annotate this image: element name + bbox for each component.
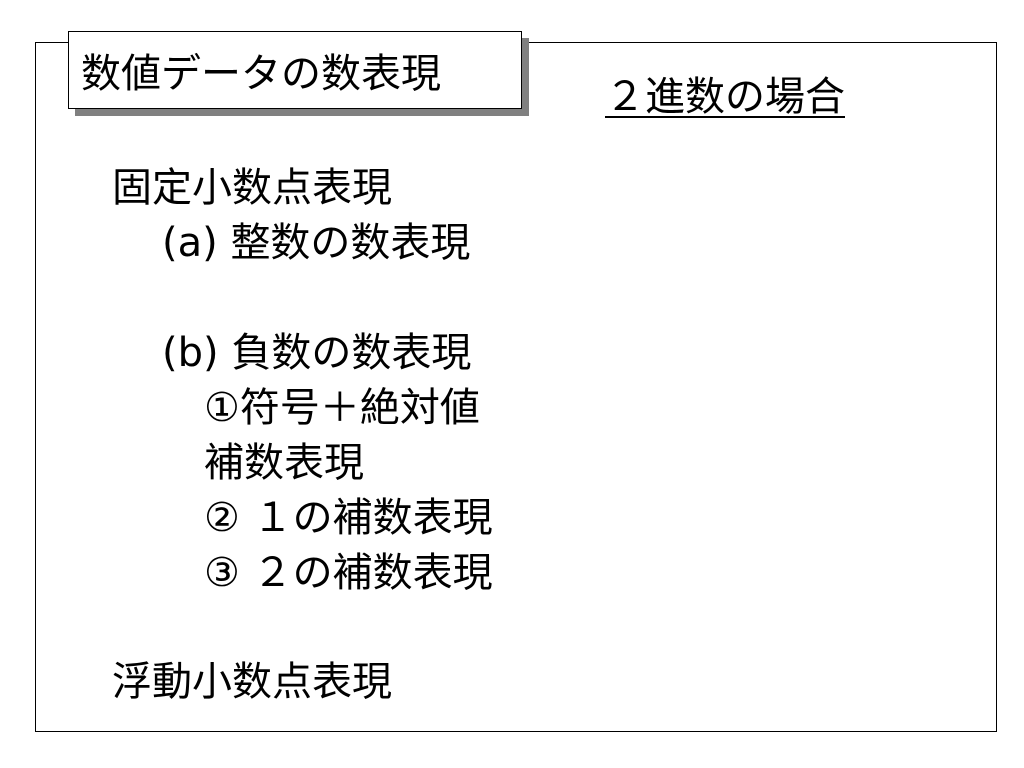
floating-point-heading: 浮動小数点表現	[112, 659, 392, 705]
ones-complement-item: ② １の補数表現	[204, 495, 493, 541]
negative-representation-item: (b) 負数の数表現	[162, 330, 472, 376]
sign-magnitude-item: ①符号＋絶対値	[204, 385, 480, 431]
twos-complement-item: ③ ２の補数表現	[204, 550, 493, 596]
title-box: 数値データの数表現	[68, 31, 522, 109]
slide-frame	[35, 42, 997, 732]
slide-title: 数値データの数表現	[81, 51, 441, 97]
slide-subtitle: ２進数の場合	[605, 74, 845, 120]
complement-heading: 補数表現	[204, 440, 364, 486]
integer-representation-item: (a) 整数の数表現	[162, 220, 471, 266]
fixed-point-heading: 固定小数点表現	[112, 165, 392, 211]
